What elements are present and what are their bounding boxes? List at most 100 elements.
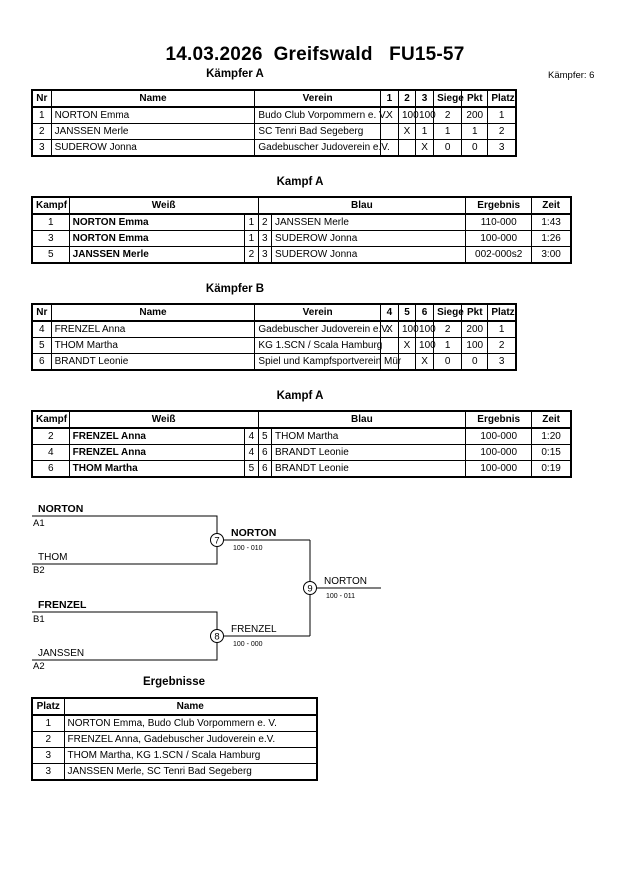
table-row: 4 FRENZEL Anna 4 6 BRANDT Leonie 100-000… xyxy=(31,444,572,461)
cell-name: NORTON Emma, Budo Club Vorpommern e. V. xyxy=(63,714,318,732)
cell-platz: 3 xyxy=(31,763,65,781)
bracket-seed: B2 xyxy=(33,565,45,576)
cell-blau: JANSSEN Merle xyxy=(271,213,467,231)
cell-pkt: 100 xyxy=(461,337,489,354)
cell-siege: 1 xyxy=(433,337,463,354)
cell-nr: 4 xyxy=(31,320,52,338)
fight-circle xyxy=(210,533,224,547)
bracket-name: FRENZEL xyxy=(231,624,277,635)
cell-platz: 1 xyxy=(487,320,517,338)
table-header-row: Kampf Weiß Blau Ergebnis Zeit xyxy=(31,410,572,429)
col-header: Name xyxy=(63,697,318,716)
cell-r3: X xyxy=(415,139,435,157)
cell-kampf: 2 xyxy=(31,427,70,445)
knockout-bracket: NORTON A1 THOM B2 7 NORTON 100 - 010 FRE… xyxy=(32,503,381,672)
col-header: Ergebnis xyxy=(465,410,533,429)
cell-r3: 100 xyxy=(415,337,436,354)
cell-blau-nr: 3 xyxy=(257,246,273,264)
page-title: 14.03.2026 Greifswald FU15-57 xyxy=(165,44,465,65)
cell-platz: 1 xyxy=(487,106,517,124)
cell-ergebnis: 100-000 xyxy=(465,230,533,247)
col-header: Weiß xyxy=(68,410,259,429)
col-header: Ergebnis xyxy=(465,196,533,215)
col-header: Zeit xyxy=(531,410,572,429)
table-header-row: Kampf Weiß Blau Ergebnis Zeit xyxy=(31,196,572,215)
results-heading: Ergebnisse xyxy=(143,676,205,688)
bracket-score: 100 - 010 xyxy=(233,545,263,552)
cell-kampf: 3 xyxy=(31,230,70,247)
col-header: Platz xyxy=(31,697,65,716)
col-header: Weiß xyxy=(68,196,259,215)
cell-platz: 2 xyxy=(487,123,517,140)
cell-nr: 6 xyxy=(31,353,52,371)
table-row: 2 FRENZEL Anna 4 5 THOM Martha 100-000 1… xyxy=(31,427,572,445)
cell-verein: Spiel und Kampfsportverein Mür xyxy=(254,353,401,371)
cell-verein: Gadebuscher Judoverein e.V. xyxy=(254,320,390,338)
cell-siege: 2 xyxy=(433,320,463,338)
fight-number: 9 xyxy=(307,584,312,595)
cell-pkt: 200 xyxy=(461,320,489,338)
cell-kampf: 1 xyxy=(31,213,70,231)
cell-zeit: 0:19 xyxy=(531,460,572,478)
col-header: Nr xyxy=(31,89,52,108)
fight-number: 7 xyxy=(214,536,219,547)
cell-weiss: FRENZEL Anna xyxy=(68,444,246,461)
cell-siege: 0 xyxy=(433,139,463,157)
bracket-name: NORTON xyxy=(231,527,276,539)
cell-r1 xyxy=(379,123,399,140)
cell-weiss-nr: 1 xyxy=(244,213,259,231)
col-header: Pkt xyxy=(461,303,489,322)
cell-blau: BRANDT Leonie xyxy=(271,460,467,478)
col-header: Blau xyxy=(257,410,467,429)
cell-nr: 5 xyxy=(31,337,52,354)
cell-ergebnis: 110-000 xyxy=(465,213,533,231)
cell-r2: 100 xyxy=(397,320,419,338)
cell-pkt: 0 xyxy=(461,139,489,157)
cell-r3: X xyxy=(415,353,435,371)
cell-verein: Budo Club Vorpommern e. V. xyxy=(254,106,388,124)
cell-nr: 1 xyxy=(31,106,52,124)
table-row: 3 JANSSEN Merle, SC Tenri Bad Segeberg xyxy=(31,763,318,781)
col-header: Siege xyxy=(433,303,464,322)
col-header: Nr xyxy=(31,303,52,322)
cell-r2 xyxy=(397,139,417,157)
col-header: 2 xyxy=(397,89,417,108)
bracket-seed: A2 xyxy=(33,661,45,672)
table-row: 1 NORTON Emma 1 2 JANSSEN Merle 110-000 … xyxy=(31,213,572,231)
bracket-seed: A1 xyxy=(33,518,45,529)
cell-weiss-nr: 4 xyxy=(244,444,259,461)
cell-weiss-nr: 5 xyxy=(244,460,259,478)
bracket-name: NORTON xyxy=(38,503,83,515)
cell-name: NORTON Emma xyxy=(50,106,256,124)
col-header: Siege xyxy=(433,89,464,108)
cell-blau-nr: 6 xyxy=(257,444,273,461)
fights-b-table: Kampf Weiß Blau Ergebnis Zeit 2 FRENZEL … xyxy=(31,410,572,478)
cell-zeit: 3:00 xyxy=(531,246,572,264)
bracket-name: FRENZEL xyxy=(38,599,87,611)
cell-platz: 3 xyxy=(487,353,517,371)
cell-siege: 2 xyxy=(433,106,463,124)
cell-pkt: 1 xyxy=(461,123,489,140)
cell-pkt: 200 xyxy=(461,106,489,124)
cell-ergebnis: 100-000 xyxy=(465,444,533,461)
cell-blau: SUDEROW Jonna xyxy=(271,230,467,247)
col-header: 5 xyxy=(397,303,417,322)
bracket-score: 100 - 011 xyxy=(326,593,355,600)
table-row: 2 FRENZEL Anna, Gadebuscher Judoverein e… xyxy=(31,731,318,748)
cell-r3: 1 xyxy=(415,123,435,140)
col-header: Verein xyxy=(254,89,381,108)
table-header-row: Nr Name Verein 4 5 6 Siege Pkt Platz xyxy=(31,303,517,322)
col-header: 6 xyxy=(415,303,435,322)
bracket-name: NORTON xyxy=(324,576,367,587)
table-row: 2 JANSSEN Merle SC Tenri Bad Segeberg X … xyxy=(31,123,517,140)
table-row: 6 THOM Martha 5 6 BRANDT Leonie 100-000 … xyxy=(31,460,572,478)
cell-pkt: 0 xyxy=(461,353,489,371)
col-header: 1 xyxy=(379,89,399,108)
col-header: Blau xyxy=(257,196,467,215)
cell-ergebnis: 002-000s2 xyxy=(465,246,533,264)
cell-blau: THOM Martha xyxy=(271,427,467,445)
cell-nr: 2 xyxy=(31,123,52,140)
col-header: Platz xyxy=(487,89,517,108)
cell-platz: 1 xyxy=(31,714,65,732)
cell-r2: 100 xyxy=(397,106,419,124)
